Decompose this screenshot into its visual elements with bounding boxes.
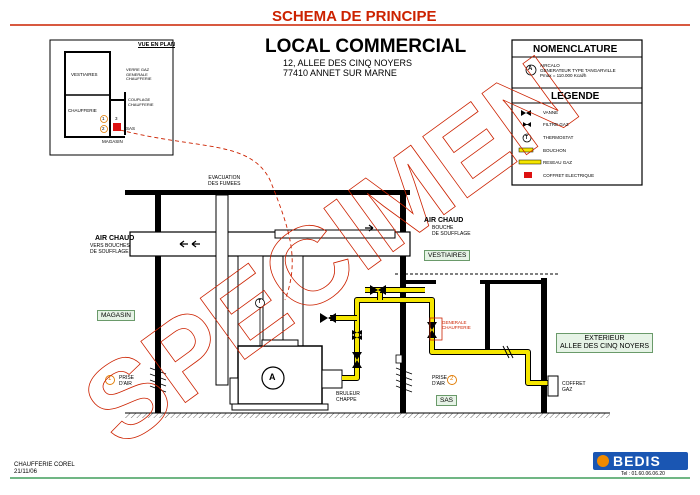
legende-vanne: VANNE [543, 110, 559, 115]
address-line1: 12, ALLEE DES CINQ NOYERS [283, 58, 413, 68]
link-curve [119, 129, 293, 301]
legende-bouchon: BOUCHON [543, 148, 567, 153]
exterieur-line1: EXTERIEUR [584, 335, 625, 342]
air-chaud-right: AIR CHAUD [424, 217, 464, 224]
brand-name: BEDIS [613, 453, 661, 469]
marker-2: 2 [450, 376, 454, 382]
marker-thermostat: T [258, 299, 262, 305]
left-wall [155, 195, 161, 413]
prise-air-1: PRISE D'AIR [119, 375, 135, 387]
legende-reseau-gaz: RESEAU GAZ [543, 160, 573, 165]
plan-sas: SAS [126, 126, 136, 131]
plan-electric-box [113, 123, 121, 131]
nomenclature-symbol: A [528, 66, 533, 72]
legende-coffret: COFFRET ELECTRIQUE [543, 173, 595, 178]
plan-view [49, 39, 174, 156]
magasin-label: MAGASIN [97, 310, 135, 321]
plan-couplage: COUPLAGE CHAUFFERIE [128, 97, 154, 107]
plan-vestiaires: VESTIAIRES [71, 72, 98, 77]
air-duct [129, 194, 411, 386]
right-wall [541, 278, 547, 413]
plan-marker-3: 3 [115, 116, 118, 121]
evacuation-label: EVACUATION DES FUMEES [208, 175, 241, 187]
plan-chaufferie: CHAUFFERIE [68, 108, 97, 113]
gas-valve [352, 330, 362, 340]
air-chaud-right-sub: BOUCHE DE SOUFFLAGE [432, 225, 471, 237]
legende-thermostat-symbol: T [525, 135, 529, 141]
schema-title: SCHEMA DE PRINCIPE [272, 8, 437, 25]
brand-phone: Tel : 01.60.06.06.20 [621, 471, 665, 477]
generale-label: GENERALE CHAUFFERIE [442, 320, 471, 330]
legende-thermostat: THERMOSTAT [543, 135, 574, 140]
sas-label: SAS [436, 395, 458, 406]
main-title: LOCAL COMMERCIAL [265, 36, 467, 57]
nomenclature-line3: Pmax = 110.000 Kcal/h [540, 73, 587, 78]
exterieur-box: EXTERIEUR ALLEE DES CINQ NOYERS [556, 333, 654, 353]
bruleur-label: BRULEUR CHAPPE [336, 391, 360, 403]
plan-verre: VERRE GAZ GENERALE CHAUFFERIE [126, 67, 152, 81]
legende-title: LEGENDE [551, 91, 600, 102]
generator-symbol: A [269, 372, 276, 382]
coffret-gaz-label: COFFRET GAZ [562, 381, 586, 393]
nomenclature-line1: AIRCALO [540, 63, 560, 68]
footer-line2: 21/11/06 [14, 469, 37, 475]
air-chaud-left: AIR CHAUD [95, 235, 135, 242]
generator [229, 339, 343, 411]
gas-network [330, 287, 548, 386]
nomenclature-legende-box [511, 39, 643, 186]
nomenclature-title: NOMENCLATURE [533, 44, 618, 55]
prise-air-2: PRISE D'AIR [432, 375, 448, 387]
roof-beam [125, 190, 410, 195]
exterieur-line2: ALLEE DES CINQ NOYERS [560, 343, 650, 350]
middle-wall [400, 195, 406, 413]
air-chaud-left-sub: VERS BOUCHES DE SOUFFLAGE [90, 243, 130, 255]
legende-filtre: FILTRE GAZ [543, 122, 569, 127]
nomenclature-line2: GENERATEUR TYPE TANGARVILLE [540, 68, 616, 73]
vestiaires-label: VESTIAIRES [424, 250, 471, 261]
plan-title: VUE EN PLAN [138, 42, 175, 48]
plan-marker-2: 2 [102, 126, 105, 131]
plan-marker-1: 1 [102, 116, 105, 121]
coffret-gaz [547, 375, 559, 397]
plan-magasin: MAGASIN [102, 139, 123, 144]
footer-line1: CHAUFFERIE COREL [14, 462, 75, 468]
brand-logo [593, 452, 688, 470]
marker-1: 1 [108, 376, 112, 382]
address-line2: 77410 ANNET SUR MARNE [283, 68, 397, 78]
prise-air-grills [149, 367, 413, 393]
